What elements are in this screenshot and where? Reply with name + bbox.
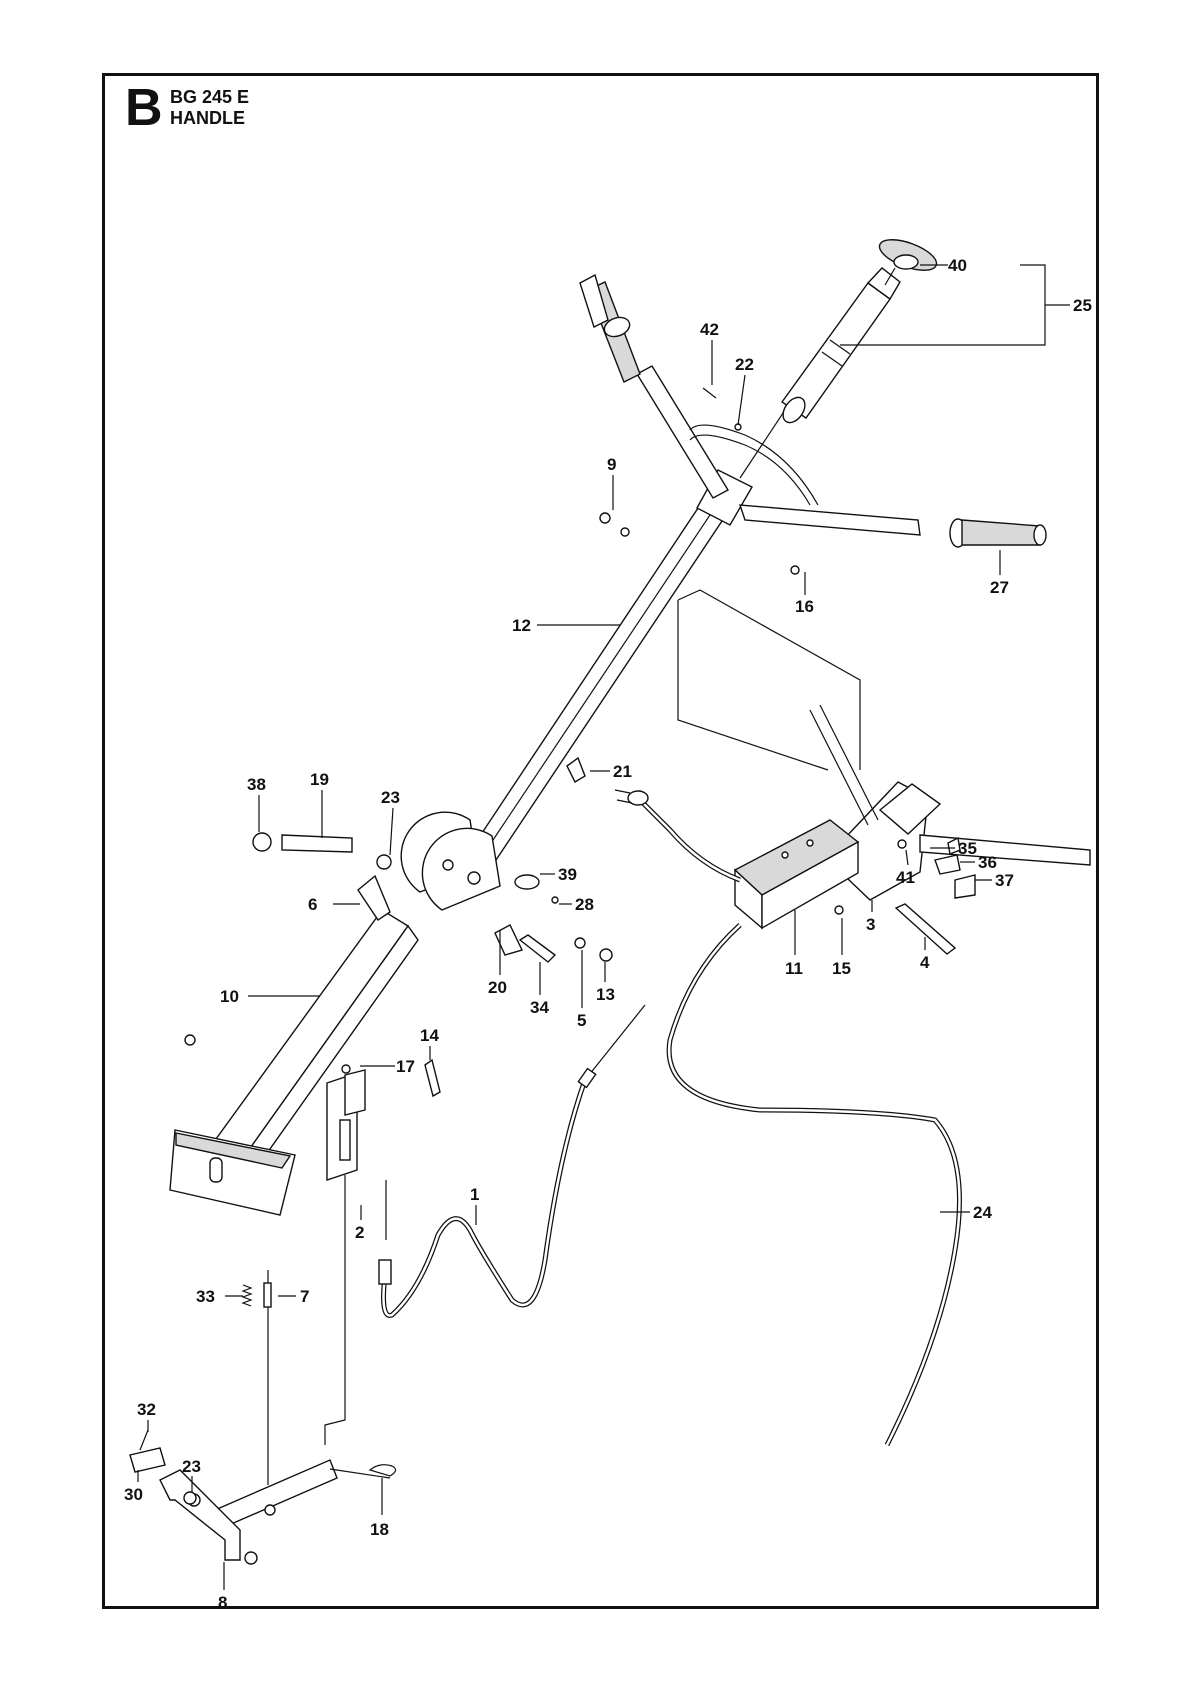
callout-6: 6 xyxy=(308,895,317,914)
model-title: BG 245 E xyxy=(170,87,250,107)
spring-33 xyxy=(241,1284,253,1307)
screw-17 xyxy=(341,1064,351,1074)
lever-6 xyxy=(357,874,391,921)
callout-8: 8 xyxy=(218,1593,227,1612)
pin-28 xyxy=(551,896,559,904)
callout-41: 41 xyxy=(896,868,915,887)
callout-32: 32 xyxy=(137,1400,156,1419)
callout-2: 2 xyxy=(355,1223,364,1242)
callout-4: 4 xyxy=(920,953,930,972)
clip-20 xyxy=(494,924,523,956)
washer-23 xyxy=(376,854,392,870)
callout-27: 27 xyxy=(990,578,1009,597)
callout-42: 42 xyxy=(700,320,719,339)
spring-clip-39 xyxy=(514,874,540,890)
bracket-2 xyxy=(326,1069,366,1181)
callout-25: 25 xyxy=(1073,296,1092,315)
clip-18 xyxy=(368,1464,397,1477)
switch-box-11 xyxy=(614,789,860,930)
pin-7 xyxy=(263,1282,272,1308)
foot-bracket-8 xyxy=(129,1447,391,1565)
callout-38: 38 xyxy=(247,775,266,794)
callout-labels: 40 25 42 22 9 16 27 12 21 38 19 23 39 28… xyxy=(124,256,1092,1612)
pin-4 xyxy=(894,903,957,955)
callout-21: 21 xyxy=(613,762,632,781)
pin-42 xyxy=(702,387,717,399)
callout-7: 7 xyxy=(300,1287,309,1306)
washer-23b xyxy=(183,1491,197,1505)
callout-19: 19 xyxy=(310,770,329,789)
callout-40: 40 xyxy=(948,256,967,275)
leader-lines xyxy=(137,264,1070,1590)
lower-tube-10 xyxy=(169,909,419,1216)
callout-9: 9 xyxy=(607,455,616,474)
plate-37 xyxy=(954,874,976,899)
main-handle-tube xyxy=(465,469,753,873)
pin-19 xyxy=(281,834,353,853)
pin-32 xyxy=(139,1429,149,1451)
callout-14: 14 xyxy=(420,1026,439,1045)
pivot-plates xyxy=(400,811,501,911)
washer-9b xyxy=(620,527,630,537)
section-letter: B xyxy=(125,79,163,137)
callout-3: 3 xyxy=(866,915,875,934)
callout-11: 11 xyxy=(785,959,803,978)
screw-15 xyxy=(834,905,844,915)
callout-23: 23 xyxy=(381,788,400,807)
callout-33: 33 xyxy=(196,1287,215,1306)
left-handle-bar xyxy=(579,273,729,499)
assembly-title: HANDLE xyxy=(170,108,245,128)
nut-10 xyxy=(184,1034,196,1046)
drawing-frame xyxy=(102,73,1099,1609)
knob-40 xyxy=(878,239,938,286)
callout-20: 20 xyxy=(488,978,507,997)
callout-12: 12 xyxy=(512,616,531,635)
clamp-21 xyxy=(566,756,586,783)
callout-22: 22 xyxy=(735,355,754,374)
callout-28: 28 xyxy=(575,895,594,914)
bolt-14 xyxy=(424,1058,441,1098)
plate-36 xyxy=(934,854,961,875)
callout-1: 1 xyxy=(470,1185,479,1204)
callout-10: 10 xyxy=(220,987,239,1006)
cap-38 xyxy=(252,832,272,852)
callout-18: 18 xyxy=(370,1520,389,1539)
screw-41 xyxy=(897,839,907,849)
nut-16 xyxy=(790,565,800,575)
callout-36: 36 xyxy=(978,853,997,872)
callout-17: 17 xyxy=(396,1057,415,1076)
callout-35: 35 xyxy=(958,839,977,858)
callout-5: 5 xyxy=(577,1011,586,1030)
callout-37: 37 xyxy=(995,871,1014,890)
callout-13: 13 xyxy=(596,985,615,1004)
callout-23b: 23 xyxy=(182,1457,201,1476)
screw-13 xyxy=(599,948,613,962)
callout-30: 30 xyxy=(124,1485,143,1504)
washer-5 xyxy=(574,937,586,949)
nut-9 xyxy=(599,512,611,524)
callout-39: 39 xyxy=(558,865,577,884)
callout-34: 34 xyxy=(530,998,549,1017)
callout-15: 15 xyxy=(832,959,851,978)
grip-25 xyxy=(781,267,901,424)
callout-24: 24 xyxy=(973,1203,992,1222)
screw-35 xyxy=(947,836,961,855)
right-handle-bar xyxy=(738,504,1047,548)
callout-16: 16 xyxy=(795,597,814,616)
bolt-34 xyxy=(518,934,557,963)
